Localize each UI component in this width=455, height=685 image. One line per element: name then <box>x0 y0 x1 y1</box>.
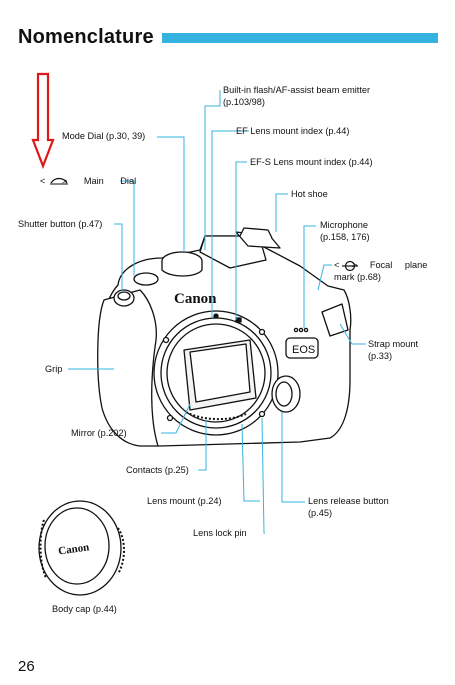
label-contacts: Contacts (p.25) <box>126 465 189 475</box>
label-focal-plane-line1: < > Focal plane <box>334 260 428 270</box>
label-lens-release-line1: Lens release button <box>308 496 389 506</box>
label-main-dial: < > Main Dial <box>40 176 137 186</box>
label-builtin-flash: Built-in flash/AF-assist beam emitter (p… <box>223 85 370 108</box>
label-focal-plane-line2: mark (p.68) <box>334 271 381 282</box>
label-body-cap: Body cap (p.44) <box>52 604 117 614</box>
label-microphone-line2: (p.158, 176) <box>320 231 370 242</box>
page-number: 26 <box>18 658 35 675</box>
camera-body <box>97 227 352 447</box>
label-builtin-flash-line1: Built-in flash/AF-assist beam emitter <box>223 85 371 95</box>
label-strap-mount-line2: (p.33) <box>368 350 393 361</box>
leader-lines <box>68 90 366 534</box>
label-focal-plane-mark: < > Focal plane mark (p.68) <box>334 260 427 283</box>
label-lens-release-button: Lens release button (p.45) <box>308 496 389 519</box>
label-ef-lens-mount-index: EF Lens mount index (p.44) <box>236 126 350 136</box>
down-arrow-icon <box>31 72 55 170</box>
camera-brand-text: Canon <box>174 291 217 307</box>
label-mirror: Mirror (p.202) <box>71 428 127 438</box>
focal-plane-mark-icon <box>342 260 358 272</box>
label-efs-lens-mount-index: EF-S Lens mount index (p.44) <box>250 157 373 167</box>
label-lens-release-line2: (p.45) <box>308 507 333 518</box>
label-shutter-button: Shutter button (p.47) <box>18 219 103 229</box>
label-mode-dial: Mode Dial (p.30, 39) <box>62 131 146 141</box>
label-hot-shoe: Hot shoe <box>291 189 328 199</box>
label-microphone-line1: Microphone <box>320 220 369 230</box>
label-builtin-flash-line2: (p.103/98) <box>223 96 265 107</box>
label-lens-lock-pin: Lens lock pin <box>193 528 247 538</box>
main-dial-icon <box>50 177 68 185</box>
label-lens-mount: Lens mount (p.24) <box>147 496 222 506</box>
body-cap <box>38 500 125 596</box>
label-grip: Grip <box>45 364 63 374</box>
camera-model-text: EOS <box>292 344 315 356</box>
label-strap-mount: Strap mount (p.33) <box>368 339 418 362</box>
label-microphone: Microphone (p.158, 176) <box>320 220 370 243</box>
page-title: Nomenclature <box>18 26 154 48</box>
title-bar <box>162 33 438 43</box>
body-cap-brand-text: Canon <box>57 541 90 557</box>
label-strap-mount-line1: Strap mount <box>368 339 419 349</box>
